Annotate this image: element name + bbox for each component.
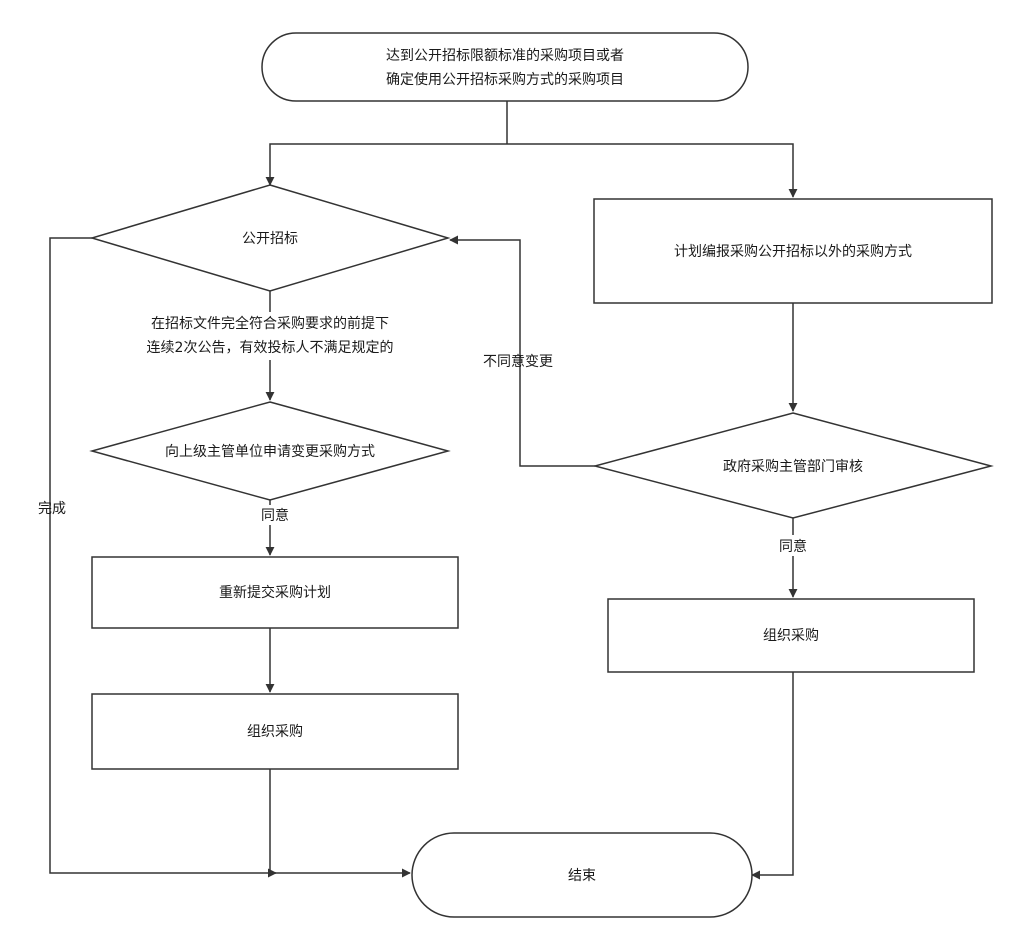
apply-change-label: 向上级主管单位申请变更采购方式 bbox=[165, 444, 375, 460]
condition-label-line1: 在招标文件完全符合采购要求的前提下 bbox=[151, 315, 389, 332]
node-resubmit: 重新提交采购计划 bbox=[91, 556, 459, 629]
start-label-line1: 达到公开招标限额标准的采购项目或者 bbox=[386, 48, 624, 64]
edge-split-to-open-tender bbox=[265, 143, 507, 186]
edge-organize-left-to-end bbox=[269, 769, 411, 878]
edge-organize-right-to-end bbox=[751, 672, 794, 880]
node-start: 达到公开招标限额标准的采购项目或者 确定使用公开招标采购方式的采购项目 bbox=[261, 32, 749, 102]
condition-label-line2: 连续2次公告，有效投标人不满足规定的 bbox=[147, 339, 394, 356]
agree-right-label: 同意 bbox=[779, 538, 807, 555]
open-tender-label: 公开招标 bbox=[242, 231, 298, 247]
edge-complete-to-end bbox=[49, 237, 277, 878]
node-gov-review: 政府采购主管部门审核 bbox=[592, 412, 994, 519]
node-apply-change: 向上级主管单位申请变更采购方式 bbox=[89, 401, 451, 501]
node-end: 结束 bbox=[411, 832, 753, 918]
edge-split-to-plan-other bbox=[507, 143, 798, 198]
organize-right-label: 组织采购 bbox=[763, 628, 819, 644]
end-label: 结束 bbox=[568, 868, 596, 884]
start-label-line2: 确定使用公开招标采购方式的采购项目 bbox=[386, 71, 624, 88]
plan-other-label: 计划编报采购公开招标以外的采购方式 bbox=[674, 244, 912, 260]
complete-label: 完成 bbox=[38, 501, 66, 517]
agree-left-label: 同意 bbox=[261, 507, 289, 524]
edge-labels: 在招标文件完全符合采购要求的前提下 连续2次公告，有效投标人不满足规定的 同意 … bbox=[38, 315, 807, 555]
node-organize-right: 组织采购 bbox=[607, 598, 975, 673]
node-organize-left: 组织采购 bbox=[91, 693, 459, 770]
gov-review-label: 政府采购主管部门审核 bbox=[723, 459, 863, 475]
disagree-label: 不同意变更 bbox=[483, 353, 553, 370]
node-open-tender: 公开招标 bbox=[89, 184, 451, 292]
resubmit-label: 重新提交采购计划 bbox=[219, 584, 331, 601]
organize-left-label: 组织采购 bbox=[247, 724, 303, 740]
edges bbox=[49, 101, 798, 880]
edge-review-disagree-to-open-tender bbox=[449, 235, 595, 467]
node-plan-other: 计划编报采购公开招标以外的采购方式 bbox=[593, 198, 993, 304]
